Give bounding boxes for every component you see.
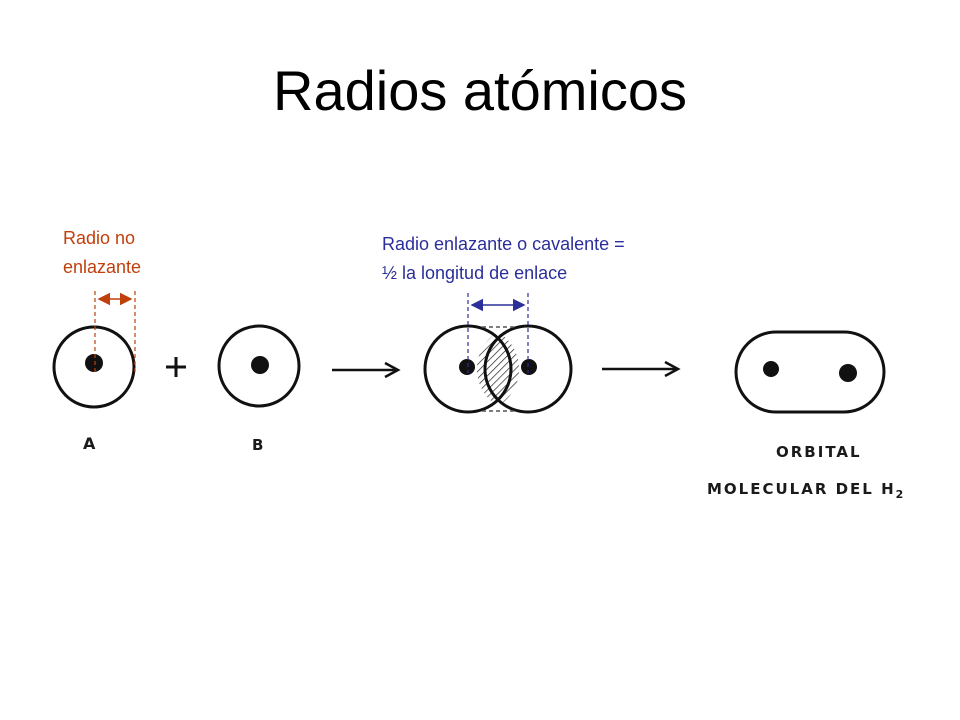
orbital-label-line2: MOLECULAR DEL H2: [707, 480, 905, 501]
atom-a: [52, 325, 136, 409]
nucleus-orbital-right: [839, 364, 857, 382]
orbital-label-subscript: 2: [895, 488, 906, 501]
bonding-radius-marker: [467, 293, 529, 373]
nonbonding-radius-marker: [94, 291, 136, 372]
overlapping-atoms: [423, 324, 573, 414]
nonbonding-radius-label: Radio no enlazante: [63, 224, 141, 282]
nucleus-left: [459, 359, 475, 375]
nonbonding-radius-label-line2: enlazante: [63, 257, 142, 277]
orbital-label-line2-text: MOLECULAR DEL H: [707, 480, 896, 498]
atom-a-label: A: [83, 434, 98, 453]
bonding-radius-label: Radio enlazante o cavalente = ½ la longi…: [382, 230, 625, 288]
bonding-radius-label-line2: ½ la longitud de enlace: [382, 263, 568, 283]
nucleus-orbital-left: [763, 361, 779, 377]
nucleus-a: [85, 354, 103, 372]
reaction-arrow-2: [602, 360, 681, 378]
nonbonding-radius-label-line1: Radio no: [63, 228, 136, 248]
nucleus-b: [251, 356, 269, 374]
bonding-radius-label-line1: Radio enlazante o cavalente =: [382, 234, 625, 254]
nucleus-right: [521, 359, 537, 375]
orbital-label-line1: ORBITAL: [776, 443, 862, 461]
atom-b-label: B: [252, 436, 266, 454]
molecular-orbital: [734, 330, 886, 414]
reaction-arrow-1: [332, 361, 401, 379]
overlap-region: [476, 332, 520, 406]
atom-b: [217, 324, 301, 408]
plus-sign: [166, 357, 186, 377]
slide-title: Radios atómicos: [273, 59, 687, 122]
